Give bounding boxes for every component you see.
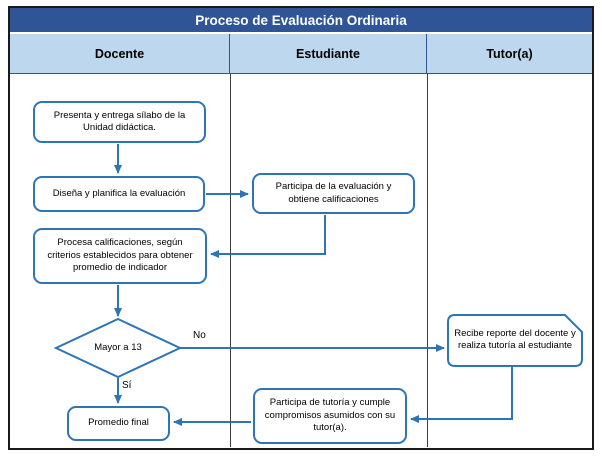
- edge-label-no: No: [193, 330, 206, 341]
- lane-header-tutor: Tutor(a): [427, 34, 592, 73]
- node-participa-evaluacion: Participa de la evaluación y obtiene cal…: [252, 173, 415, 214]
- card-shape-recibe-reporte: [447, 314, 583, 367]
- arrow-participa-evaluacion-to-procesa: [210, 215, 326, 258]
- node-procesa-calificaciones: Procesa calificaciones, según criterios …: [33, 228, 207, 284]
- diagram-title: Proceso de Evaluación Ordinaria: [10, 8, 592, 34]
- node-presenta-silabo: Presenta y entrega sílabo de la Unidad d…: [33, 101, 206, 143]
- edge-label-si: Sí: [122, 380, 132, 391]
- lane-separator-2: [427, 74, 428, 447]
- node-decision-mayor-13-label: Mayor a 13: [94, 341, 142, 353]
- flowchart-frame: Proceso de Evaluación Ordinaria Docente …: [8, 6, 594, 450]
- lane-headers: Docente Estudiante Tutor(a): [10, 34, 592, 74]
- node-promedio-final: Promedio final: [67, 406, 170, 441]
- connector-layer: [53, 144, 583, 426]
- arrow-recibe-reporte-to-participa-tutoria: [410, 367, 513, 423]
- lane-header-estudiante: Estudiante: [230, 34, 427, 73]
- diagram-body: Presenta y entrega sílabo de la Unidad d…: [10, 74, 592, 447]
- node-participa-tutoria: Participa de tutoría y cumple compromiso…: [253, 388, 407, 444]
- lane-header-docente: Docente: [10, 34, 230, 73]
- node-recibe-reporte-label: Recibe reporte del docente y realiza tut…: [454, 327, 576, 351]
- node-disena-planifica: Diseña y planifica la evaluación: [33, 176, 205, 212]
- decision-diamond-shape: [53, 317, 183, 379]
- lane-separator-1: [230, 74, 231, 447]
